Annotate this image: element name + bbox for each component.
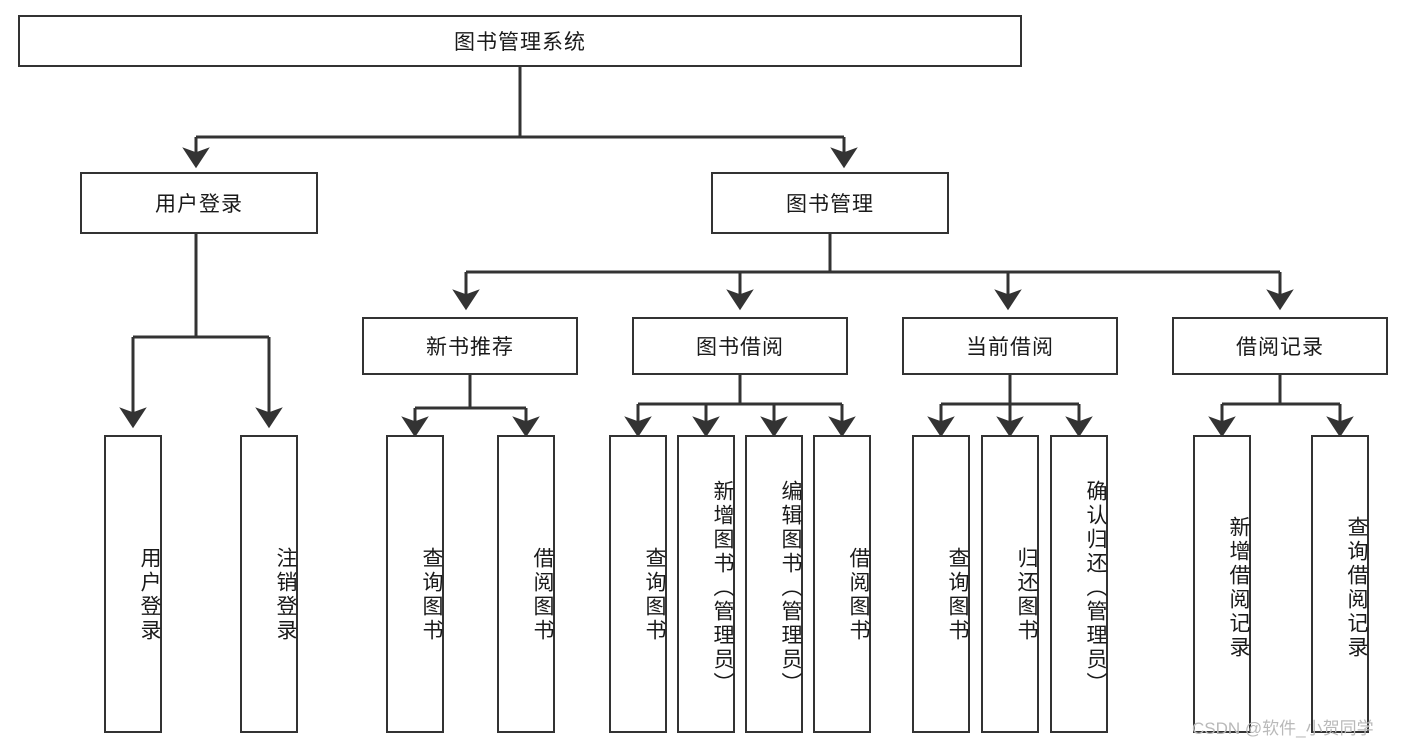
node-book-borrow-label: 图书借阅	[696, 336, 784, 359]
leaf-edit-book[interactable]: 编辑图书（管理员）	[745, 435, 803, 733]
node-borrow-record-label: 借阅记录	[1236, 336, 1324, 359]
leaf-query-book-3[interactable]: 查询图书	[912, 435, 970, 733]
leaf-return-book-label: 归还图书	[1015, 547, 1038, 643]
leaf-borrow-book-1[interactable]: 借阅图书	[497, 435, 555, 733]
leaf-edit-book-label: 编辑图书（管理员）	[779, 480, 802, 696]
node-root-label: 图书管理系统	[454, 31, 586, 54]
leaf-borrow-book-2-label: 借阅图书	[847, 547, 870, 643]
leaf-add-record-label: 新增借阅记录	[1227, 516, 1250, 660]
node-current-borrow[interactable]: 当前借阅	[902, 317, 1118, 375]
leaf-user-login-label: 用户登录	[138, 547, 161, 643]
leaf-query-book-1[interactable]: 查询图书	[386, 435, 444, 733]
node-user-login-label: 用户登录	[155, 193, 243, 216]
node-root[interactable]: 图书管理系统	[18, 15, 1022, 67]
leaf-query-book-1-label: 查询图书	[420, 547, 443, 643]
leaf-query-book-2[interactable]: 查询图书	[609, 435, 667, 733]
leaf-user-login[interactable]: 用户登录	[104, 435, 162, 733]
leaf-logout[interactable]: 注销登录	[240, 435, 298, 733]
leaf-logout-label: 注销登录	[274, 547, 297, 643]
leaf-query-book-3-label: 查询图书	[946, 547, 969, 643]
leaf-add-book-label: 新增图书（管理员）	[711, 480, 734, 696]
leaf-query-record[interactable]: 查询借阅记录	[1311, 435, 1369, 733]
leaf-confirm-return[interactable]: 确认归还（管理员）	[1050, 435, 1108, 733]
node-current-borrow-label: 当前借阅	[966, 336, 1054, 359]
node-book-borrow[interactable]: 图书借阅	[632, 317, 848, 375]
leaf-borrow-book-1-label: 借阅图书	[531, 547, 554, 643]
node-book-manage-label: 图书管理	[786, 193, 874, 216]
leaf-query-record-label: 查询借阅记录	[1345, 516, 1368, 660]
node-borrow-record[interactable]: 借阅记录	[1172, 317, 1388, 375]
node-user-login[interactable]: 用户登录	[80, 172, 318, 234]
leaf-query-book-2-label: 查询图书	[643, 547, 666, 643]
leaf-borrow-book-2[interactable]: 借阅图书	[813, 435, 871, 733]
node-new-book-recommend[interactable]: 新书推荐	[362, 317, 578, 375]
leaf-add-record[interactable]: 新增借阅记录	[1193, 435, 1251, 733]
node-book-manage[interactable]: 图书管理	[711, 172, 949, 234]
leaf-return-book[interactable]: 归还图书	[981, 435, 1039, 733]
leaf-add-book[interactable]: 新增图书（管理员）	[677, 435, 735, 733]
leaf-confirm-return-label: 确认归还（管理员）	[1084, 480, 1107, 696]
node-new-book-recommend-label: 新书推荐	[426, 336, 514, 359]
watermark: CSDN @软件_小贺同学	[1192, 719, 1374, 738]
